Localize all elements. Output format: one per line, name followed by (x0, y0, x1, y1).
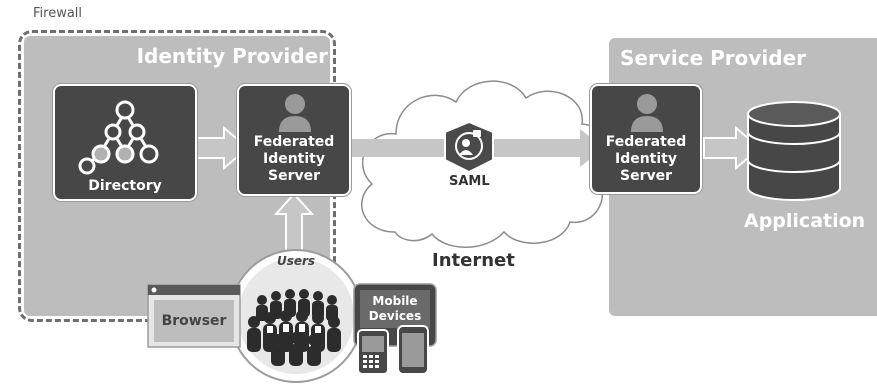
mobile-devices-label: Mobile Devices (360, 294, 430, 324)
identity-provider-title: Identity Provider (136, 44, 328, 68)
browser-label: Browser (161, 313, 227, 329)
idp-server-label-line1: Federated (253, 134, 335, 150)
mobile-devices-icon (353, 283, 437, 375)
arrow-users-to-server (273, 192, 315, 257)
saml-badge-icon (444, 120, 494, 174)
mobile-label-line2: Devices (368, 309, 422, 323)
browser-window-icon (147, 284, 241, 348)
users-label: Users (276, 254, 316, 268)
directory-tree-icon (78, 100, 159, 175)
idp-federated-server-box: Federated Identity Server (237, 84, 351, 196)
mobile-label-line1: Mobile (372, 294, 418, 308)
internet-label: Internet (432, 250, 515, 271)
arrow-directory-to-server (195, 125, 250, 171)
sp-server-label-line1: Federated (605, 134, 687, 150)
saml-label: SAML (449, 174, 490, 189)
sp-server-label-line2: Identity (614, 151, 677, 167)
idp-server-label-line2: Identity (262, 151, 325, 167)
application-label: Application (744, 210, 866, 232)
sp-federated-server-box: Federated Identity Server (590, 84, 702, 194)
directory-label: Directory (88, 178, 162, 194)
service-provider-title: Service Provider (620, 46, 807, 70)
sp-server-label-line3: Server (619, 168, 672, 184)
user-icon (631, 94, 663, 132)
firewall-label: Firewall (33, 6, 83, 21)
users-group-icon (229, 249, 363, 383)
idp-server-label-line3: Server (267, 168, 320, 184)
directory-box: Directory (53, 84, 197, 201)
user-icon (279, 94, 311, 132)
database-icon (747, 101, 841, 201)
